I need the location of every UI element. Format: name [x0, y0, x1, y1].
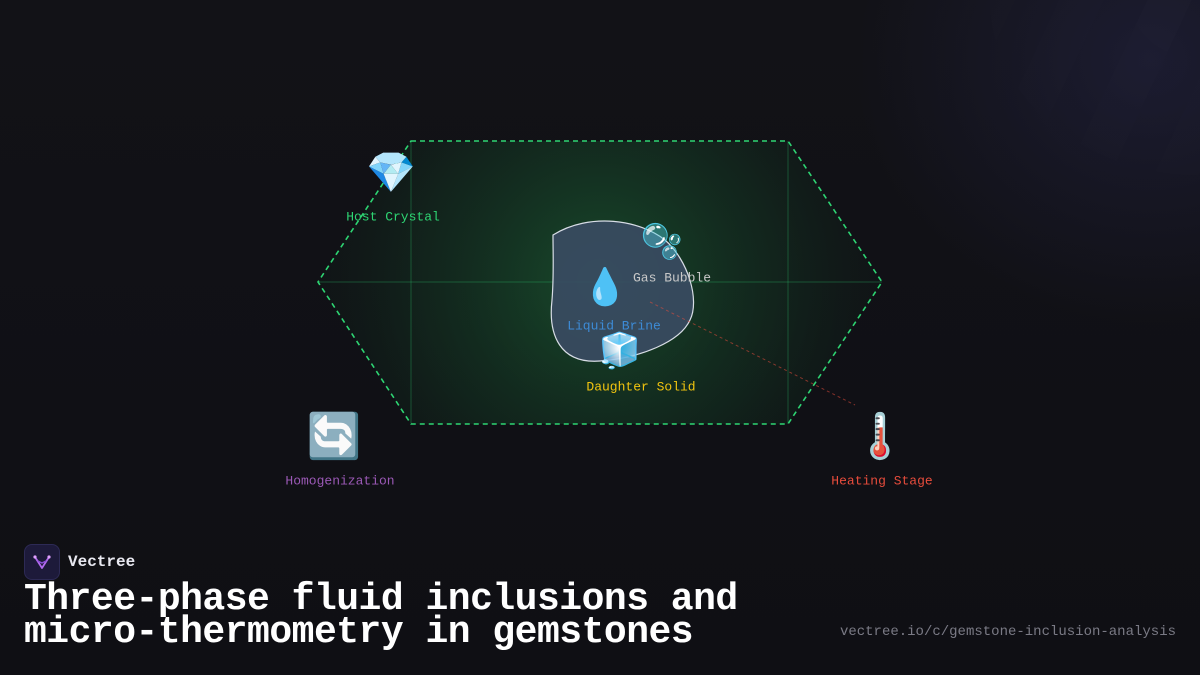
brand[interactable]: Vectree: [24, 544, 135, 580]
thermometer-icon: 🌡️: [852, 411, 908, 462]
page-title: Three-phase fluid inclusions and micro-t…: [24, 578, 738, 654]
cycle-arrows-icon: 🔄: [306, 411, 362, 462]
brand-name: Vectree: [68, 553, 136, 571]
droplet-icon: 💧: [582, 267, 628, 308]
source-url[interactable]: vectree.io/c/gemstone-inclusion-analysis: [839, 624, 1176, 640]
ice-cube-icon: 🧊: [598, 331, 642, 371]
homogenization-label: Homogenization: [285, 473, 395, 489]
heating-connector-line: [649, 301, 856, 406]
bubbles-icon: 🫧: [640, 222, 684, 262]
inclusion-cavity: [550, 220, 695, 362]
gem-icon: 💎: [366, 150, 416, 196]
heating-stage-label: Heating Stage: [831, 473, 933, 489]
vectree-logo-icon: [24, 544, 60, 580]
host-crystal-label: Host Crystal: [346, 209, 440, 225]
daughter-solid-label: Daughter Solid: [586, 379, 696, 395]
liquid-brine-label: Liquid Brine: [567, 318, 661, 334]
gas-bubble-label: Gas Bubble: [632, 270, 712, 286]
